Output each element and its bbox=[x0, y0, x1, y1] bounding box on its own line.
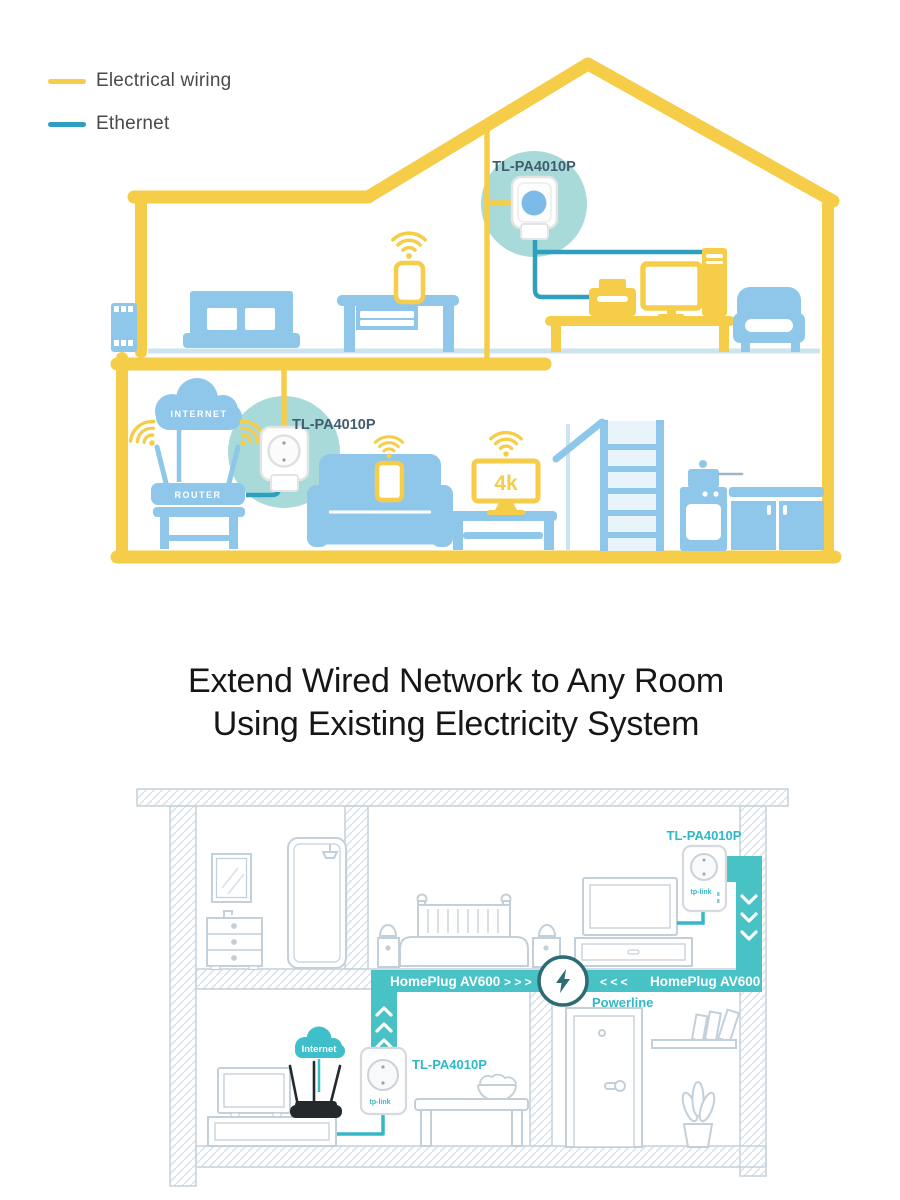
powerline-adapter-upper: tp-link bbox=[681, 844, 728, 913]
ceiling-beam bbox=[136, 788, 789, 807]
legend-label-electrical: Electrical wiring bbox=[96, 70, 232, 91]
computer-desk bbox=[545, 316, 735, 352]
adapter-attic-label: TL-PA4010P bbox=[492, 159, 576, 175]
armchair bbox=[733, 287, 805, 352]
smartphone-icon bbox=[393, 260, 426, 305]
adapter-living-label: TL-PA4010P bbox=[292, 417, 376, 433]
router-table bbox=[153, 507, 245, 549]
tv-4k-label: 4k bbox=[494, 472, 518, 495]
bathroom bbox=[206, 837, 347, 971]
wifi-signal-icon bbox=[489, 430, 523, 459]
stairs bbox=[552, 418, 664, 551]
adapter-logo: tp-link bbox=[370, 1099, 391, 1106]
legend-item-ethernet: Ethernet bbox=[48, 113, 231, 135]
potted-plant bbox=[681, 1081, 716, 1148]
bottom-house-diagram: HomePlug AV600 > > > < < < HomePlug AV60… bbox=[136, 788, 789, 1187]
flow-chevrons-left: < < < bbox=[600, 975, 628, 989]
homeplug-right-label: HomePlug AV600 bbox=[650, 974, 760, 989]
shower-head bbox=[321, 851, 339, 859]
lamp-icon bbox=[537, 924, 557, 937]
internet-cloud-small: Internet bbox=[295, 1026, 345, 1092]
bedroom bbox=[377, 877, 693, 968]
adapter-logo: tp-link bbox=[691, 889, 712, 896]
internet-cloud-small-label: Internet bbox=[302, 1044, 338, 1055]
band-chevrons-down bbox=[740, 894, 758, 941]
ethernet-cable-lower bbox=[326, 1112, 385, 1136]
adapter-lower-label: TL-PA4010P bbox=[412, 1057, 487, 1072]
tv-stand bbox=[448, 511, 557, 550]
powerline-junction bbox=[537, 955, 589, 1007]
faucet bbox=[223, 910, 233, 918]
adapter-upper-label: TL-PA4010P bbox=[667, 828, 742, 843]
desktop-computer bbox=[640, 248, 727, 318]
headline-line2: Using Existing Electricity System bbox=[212, 705, 700, 743]
wifi-router: ROUTER bbox=[124, 415, 271, 505]
homeplug-left-label: HomePlug AV600 bbox=[390, 974, 500, 989]
house-structure bbox=[110, 57, 842, 564]
ethernet-cable-upper bbox=[677, 908, 705, 925]
legend-item-electrical: Electrical wiring bbox=[48, 70, 231, 92]
tv-console-bedroom bbox=[574, 937, 693, 967]
tv-4k: 4k bbox=[471, 458, 541, 515]
printer bbox=[589, 279, 636, 316]
tv-bedroom bbox=[582, 877, 678, 936]
fruit-bowl bbox=[477, 1084, 517, 1102]
powerline-label: Powerline bbox=[592, 995, 653, 1010]
roof bbox=[127, 57, 840, 208]
side-table bbox=[414, 1073, 529, 1147]
internet-cloud: INTERNET bbox=[155, 378, 242, 430]
heater bbox=[111, 303, 137, 352]
wifi-signal-icon bbox=[391, 231, 427, 261]
tv-console-ground bbox=[207, 1116, 337, 1147]
legend: Electrical wiring Ethernet bbox=[48, 70, 231, 156]
headline: Extend Wired Network to Any Room Using E… bbox=[0, 660, 900, 746]
lamp-icon bbox=[378, 924, 398, 937]
ground-floor-slab bbox=[195, 1145, 767, 1168]
flow-chevrons-right: > > > bbox=[504, 975, 532, 989]
powerline-adapter-attic bbox=[510, 175, 559, 240]
electrical-wiring-swatch bbox=[48, 78, 86, 84]
front-door bbox=[565, 1007, 643, 1148]
powerline-adapter-living bbox=[259, 425, 310, 492]
bed bbox=[183, 291, 300, 348]
bed-outline bbox=[399, 893, 529, 967]
headline-line1: Extend Wired Network to Any Room bbox=[188, 662, 724, 700]
router-label: ROUTER bbox=[175, 490, 222, 500]
ethernet-swatch bbox=[48, 121, 86, 127]
top-house-diagram: INTERNET ROUTER bbox=[110, 57, 842, 564]
smartphone-icon bbox=[374, 460, 405, 503]
peephole bbox=[598, 1029, 606, 1037]
left-wall bbox=[169, 805, 197, 1187]
powerline-adapter-lower: tp-link bbox=[359, 1046, 408, 1116]
internet-cloud-label: INTERNET bbox=[171, 409, 228, 419]
desk bbox=[337, 295, 459, 352]
electrical-wiring-line bbox=[281, 127, 518, 433]
tv-ground bbox=[217, 1067, 291, 1118]
bathroom-wall bbox=[344, 805, 369, 970]
lightning-icon bbox=[556, 969, 570, 993]
hallway bbox=[217, 1007, 741, 1148]
wifi-router-black bbox=[288, 1060, 342, 1118]
band-chevrons-up bbox=[375, 1006, 393, 1049]
bookshelf bbox=[651, 1008, 741, 1049]
ethernet-line-printer bbox=[532, 226, 596, 300]
legend-label-ethernet: Ethernet bbox=[96, 113, 170, 134]
kitchen-stove bbox=[680, 460, 744, 551]
hallway-wall bbox=[529, 988, 553, 1147]
nightstand-left bbox=[377, 924, 400, 968]
kitchen-cabinets bbox=[729, 487, 824, 550]
